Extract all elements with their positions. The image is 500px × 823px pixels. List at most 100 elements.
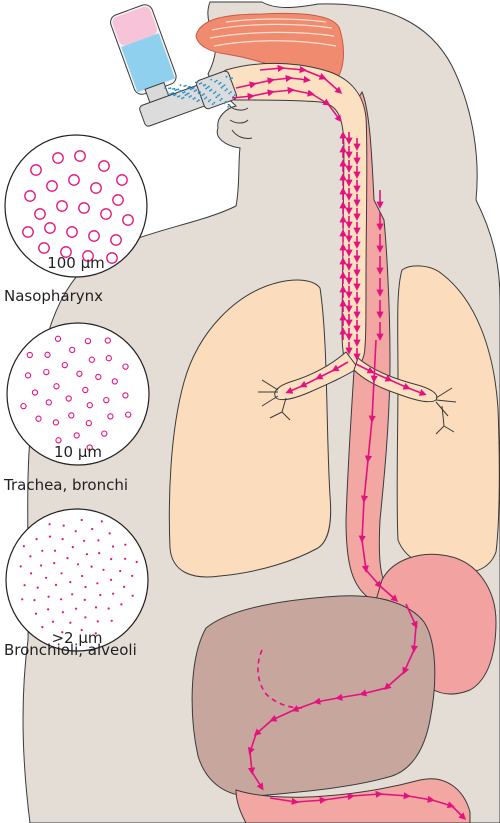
- spray-droplet: [167, 92, 169, 94]
- spray-droplet: [181, 98, 183, 100]
- spray-droplet: [207, 87, 209, 89]
- spray-droplet: [170, 87, 172, 89]
- size-label-100um: 100 µm: [47, 254, 105, 272]
- particle: [20, 565, 22, 567]
- particle: [131, 575, 133, 577]
- spray-droplet: [230, 79, 232, 81]
- particle: [110, 579, 112, 581]
- spray-droplet: [222, 86, 224, 88]
- spray-droplet: [217, 95, 219, 97]
- spray-droplet: [187, 86, 189, 88]
- particle: [81, 519, 83, 521]
- particle: [62, 538, 64, 540]
- spray-droplet: [208, 86, 210, 88]
- particle: [111, 620, 113, 622]
- spray-droplet: [218, 83, 220, 85]
- spray-droplet: [180, 84, 182, 86]
- particle: [97, 620, 99, 622]
- spray-droplet: [209, 90, 211, 92]
- particle: [96, 582, 98, 584]
- spray-droplet: [225, 90, 227, 92]
- particle: [119, 570, 121, 572]
- particle: [23, 545, 25, 547]
- spray-droplet: [214, 81, 216, 83]
- particle: [120, 603, 122, 605]
- particle: [21, 598, 23, 600]
- particle: [95, 606, 97, 608]
- spray-droplet: [219, 99, 221, 101]
- particle: [110, 558, 112, 560]
- particle: [91, 528, 93, 530]
- particle-panel-2um: >2 µm: [6, 509, 148, 651]
- spray-droplet: [185, 85, 187, 87]
- particle: [69, 581, 71, 583]
- particle: [99, 594, 101, 596]
- particle: [71, 593, 73, 595]
- particle: [136, 561, 138, 563]
- spray-droplet: [178, 91, 180, 93]
- particle: [123, 586, 125, 588]
- spray-droplet: [230, 91, 232, 93]
- particle: [102, 569, 104, 571]
- spray-droplet: [199, 91, 201, 93]
- spray-droplet: [189, 96, 191, 98]
- spray-droplet: [231, 77, 233, 79]
- spray-droplet: [194, 97, 196, 99]
- particle: [36, 538, 38, 540]
- particle: [97, 539, 99, 541]
- spray-droplet: [226, 88, 228, 90]
- size-label-10um: 10 µm: [54, 443, 102, 461]
- spray-droplet: [208, 100, 210, 102]
- spray-droplet: [183, 97, 185, 99]
- spray-droplet: [227, 106, 229, 108]
- particle: [112, 545, 114, 547]
- spray-droplet: [185, 94, 187, 96]
- spray-droplet: [229, 104, 231, 106]
- spray-droplet: [225, 101, 227, 103]
- spray-droplet: [206, 97, 208, 99]
- spray-droplet: [193, 98, 195, 100]
- spray-droplet: [173, 94, 175, 96]
- particle: [77, 563, 79, 565]
- spray-droplet: [195, 89, 197, 91]
- particle: [112, 593, 114, 595]
- particle: [60, 572, 62, 574]
- particle: [75, 530, 77, 532]
- spray-droplet: [190, 89, 192, 91]
- liver: [192, 596, 435, 796]
- spray-droplet: [210, 79, 212, 81]
- caption-nasopharynx: Nasopharynx: [4, 287, 103, 305]
- spray-droplet: [186, 93, 188, 95]
- spray-droplet: [200, 95, 202, 97]
- particle: [52, 621, 54, 623]
- spray-droplet: [202, 94, 204, 96]
- spray-droplet: [224, 84, 226, 86]
- spray-droplet: [211, 89, 213, 91]
- spray-droplet: [182, 92, 184, 94]
- spray-droplet: [226, 76, 228, 78]
- spray-droplet: [184, 91, 186, 93]
- particle: [109, 532, 111, 534]
- particle: [48, 596, 50, 598]
- spray-droplet: [209, 99, 211, 101]
- particle: [84, 616, 86, 618]
- spray-droplet: [221, 87, 223, 89]
- particle: [86, 553, 88, 555]
- particle-panel-100um: 100 µm: [5, 135, 147, 277]
- particle: [29, 555, 31, 557]
- particle: [54, 550, 56, 552]
- particle: [108, 607, 110, 609]
- particle: [45, 577, 47, 579]
- particle: [98, 552, 100, 554]
- spray-droplet: [215, 96, 217, 98]
- spray-droplet: [203, 93, 205, 95]
- particle: [83, 540, 85, 542]
- particle: [35, 613, 37, 615]
- spray-droplet: [183, 85, 185, 87]
- particle: [24, 584, 26, 586]
- spray-droplet: [204, 84, 206, 86]
- spray-droplet: [204, 98, 206, 100]
- particle: [53, 562, 55, 564]
- caption-trachea-bronchi: Trachea, bronchi: [3, 476, 128, 494]
